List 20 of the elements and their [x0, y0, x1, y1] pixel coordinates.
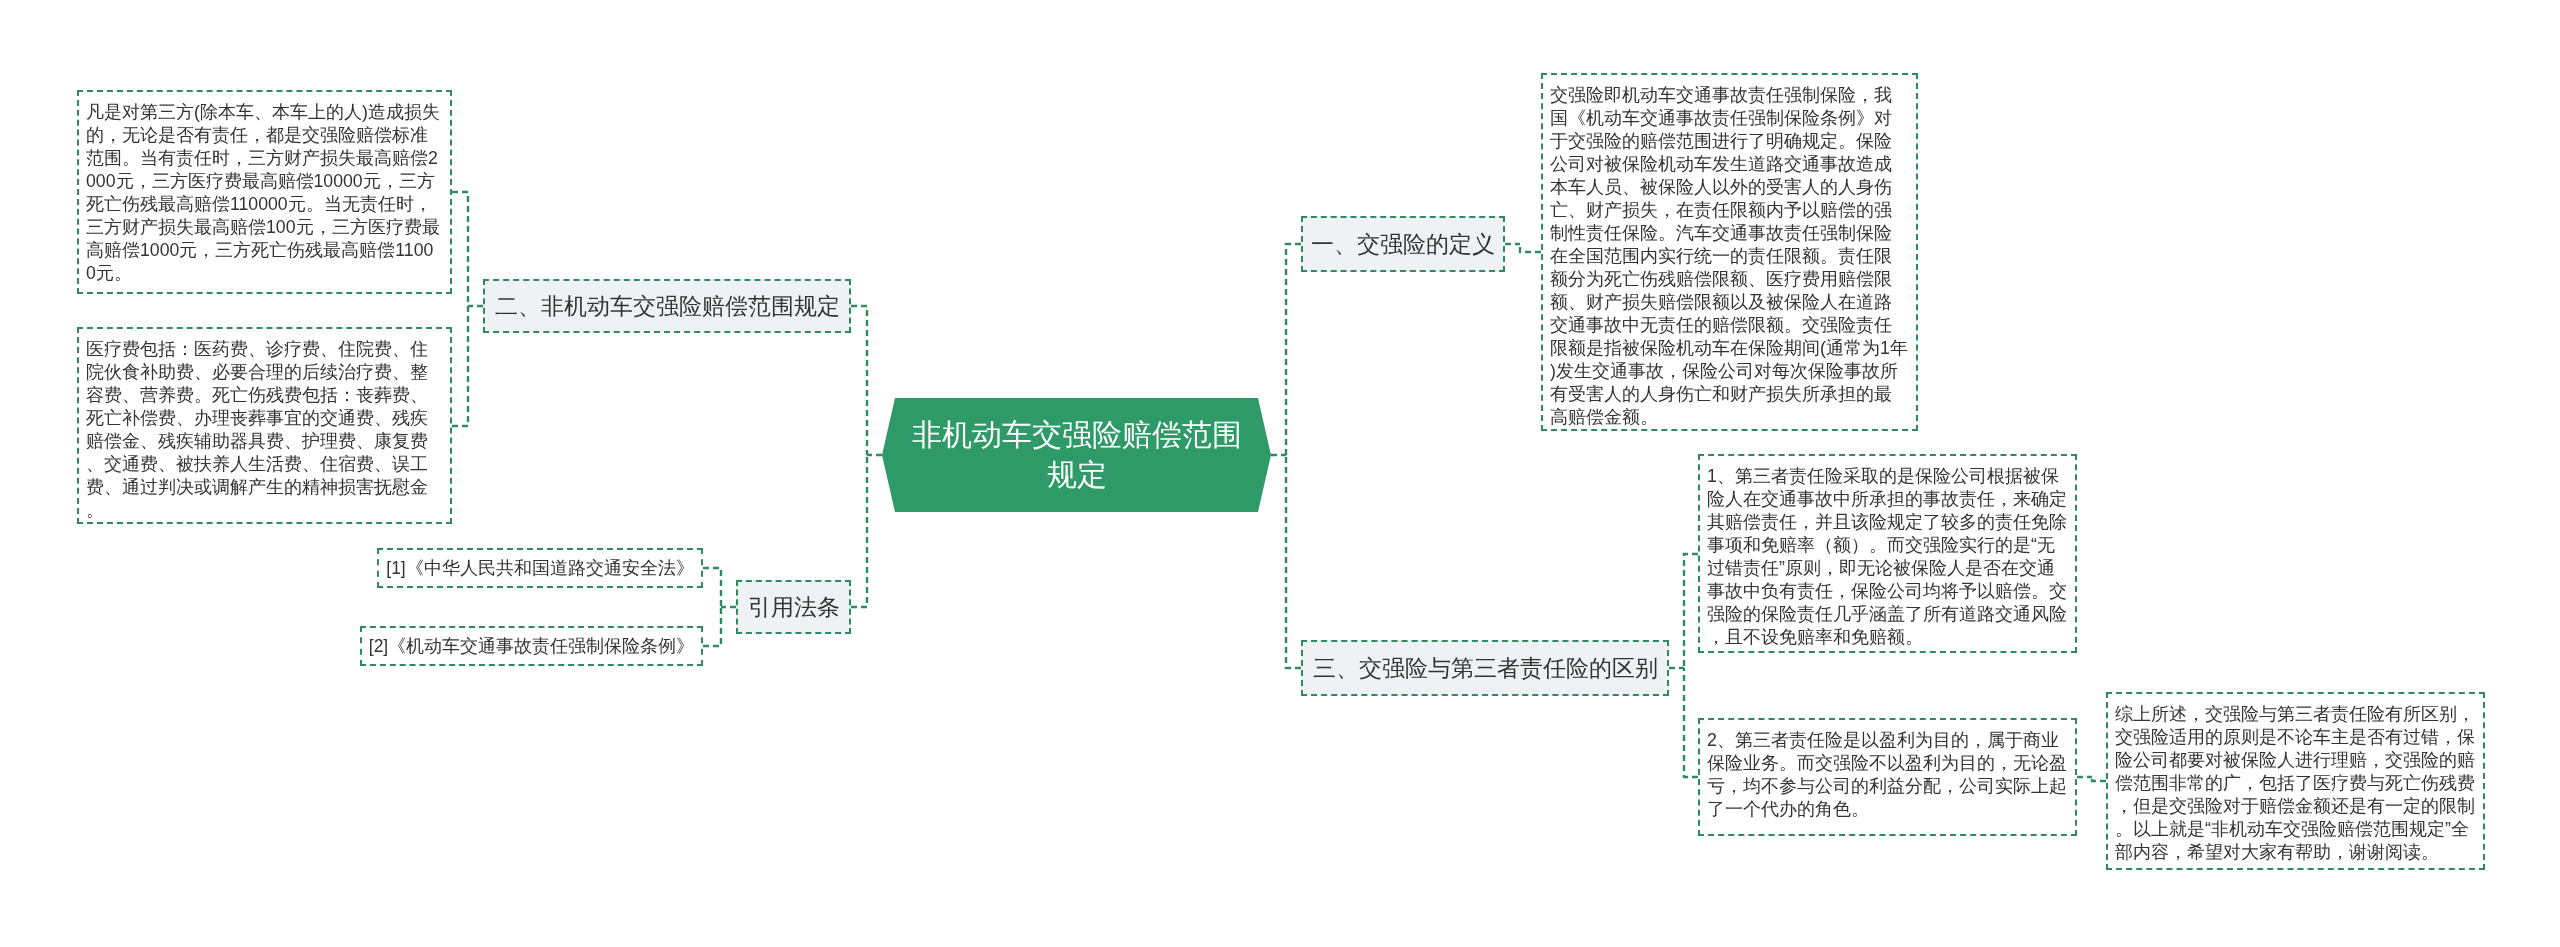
topic-box: 三、交强险与第三者责任险的区别	[1301, 640, 1669, 696]
text-box: 1、第三者责任险采取的是保险公司根据被保险人在交通事故中所承担的事故责任，来确定其赔偿责任，并且该险规定了较多的责任免除事项和免赔率（额）。而交强险实行的是“无过错责任”原则，即无论被保险人是否在交通事故中负有责任，保险公司均将予以赔偿。交强险的保险责任几乎涵盖了所有道路交通风险，且不设免赔率和免赔额。	[1698, 454, 2077, 653]
connector-line	[1271, 242, 1301, 670]
text-box: 综上所述，交强险与第三者责任险有所区别，交强险适用的原则是不论车主是否有过错，保险公司都要对被保险人进行理赔，交强险的赔偿范围非常的广，包括了医疗费与死亡伤残费，但是交强险对于赔偿金额还是有一定的限制。以上就是“非机动车交强险赔偿范围规定”全部内容，希望对大家有帮助，谢谢阅读。	[2106, 692, 2485, 870]
connector-line	[851, 304, 882, 609]
topic-box: 一、交强险的定义	[1301, 216, 1505, 272]
text-box: 医疗费包括：医药费、诊疗费、住院费、住院伙食补助费、必要合理的后续治疗费、整容费、营养费。死亡伤残费包括：丧葬费、死亡补偿费、办理丧葬事宜的交通费、残疾赔偿金、残疾辅助器具费、护理费、康复费、交通费、被扶养人生活费、住宿费、误工费、通过判决或调解产生的精神损害抚慰金。	[77, 327, 452, 524]
connector-line	[703, 566, 736, 648]
topic-box: 引用法条	[736, 580, 851, 634]
text-box: 交强险即机动车交通事故责任强制保险，我国《机动车交通事故责任强制保险条例》对于交强险的赔偿范围进行了明确规定。保险公司对被保险机动车发生道路交通事故造成本车人员、被保险人以外的受害人的人身伤亡、财产损失，在责任限额内予以赔偿的强制性责任保险。汽车交通事故责任强制保险在全国范围内实行统一的责任限额。责任限额分为死亡伤残赔偿限额、医疗费用赔偿限额、财产损失赔偿限额以及被保险人在道路交通事故中无责任的赔偿限额。交强险责任限额是指被保险机动车在保险期间(通常为1年)发生交通事故，保险公司对每次保险事故所有受害人的人身伤亡和财产损失所承担的最高赔偿金额。	[1541, 73, 1918, 431]
connector-line	[1669, 552, 1698, 779]
topic-box: 二、非机动车交强险赔偿范围规定	[483, 279, 851, 333]
text-box: 2、第三者责任险是以盈利为目的，属于商业保险业务。而交强险不以盈利为目的，无论盈亏，均不参与公司的利益分配，公司实际上起了一个代办的角色。	[1698, 718, 2077, 836]
central-topic: 非机动车交强险赔偿范围规定	[882, 396, 1271, 514]
connector-line	[452, 190, 483, 428]
citation-box: [2]《机动车交通事故责任强制保险条例》	[360, 626, 703, 666]
text-box: 凡是对第三方(除本车、本车上的人)造成损失的，无论是否有责任，都是交强险赔偿标准范围。当有责任时，三方财产损失最高赔偿2000元，三方医疗费最高赔偿10000元，三方死亡伤残最高赔偿110000元。当无责任时，三方财产损失最高赔偿100元，三方医疗费最高赔偿1000元，三方死亡伤残最高赔偿11000元。	[77, 90, 452, 294]
citation-box: [1]《中华人民共和国道路交通安全法》	[377, 548, 703, 588]
connector-line	[2077, 775, 2106, 783]
connector-line	[1505, 242, 1541, 254]
